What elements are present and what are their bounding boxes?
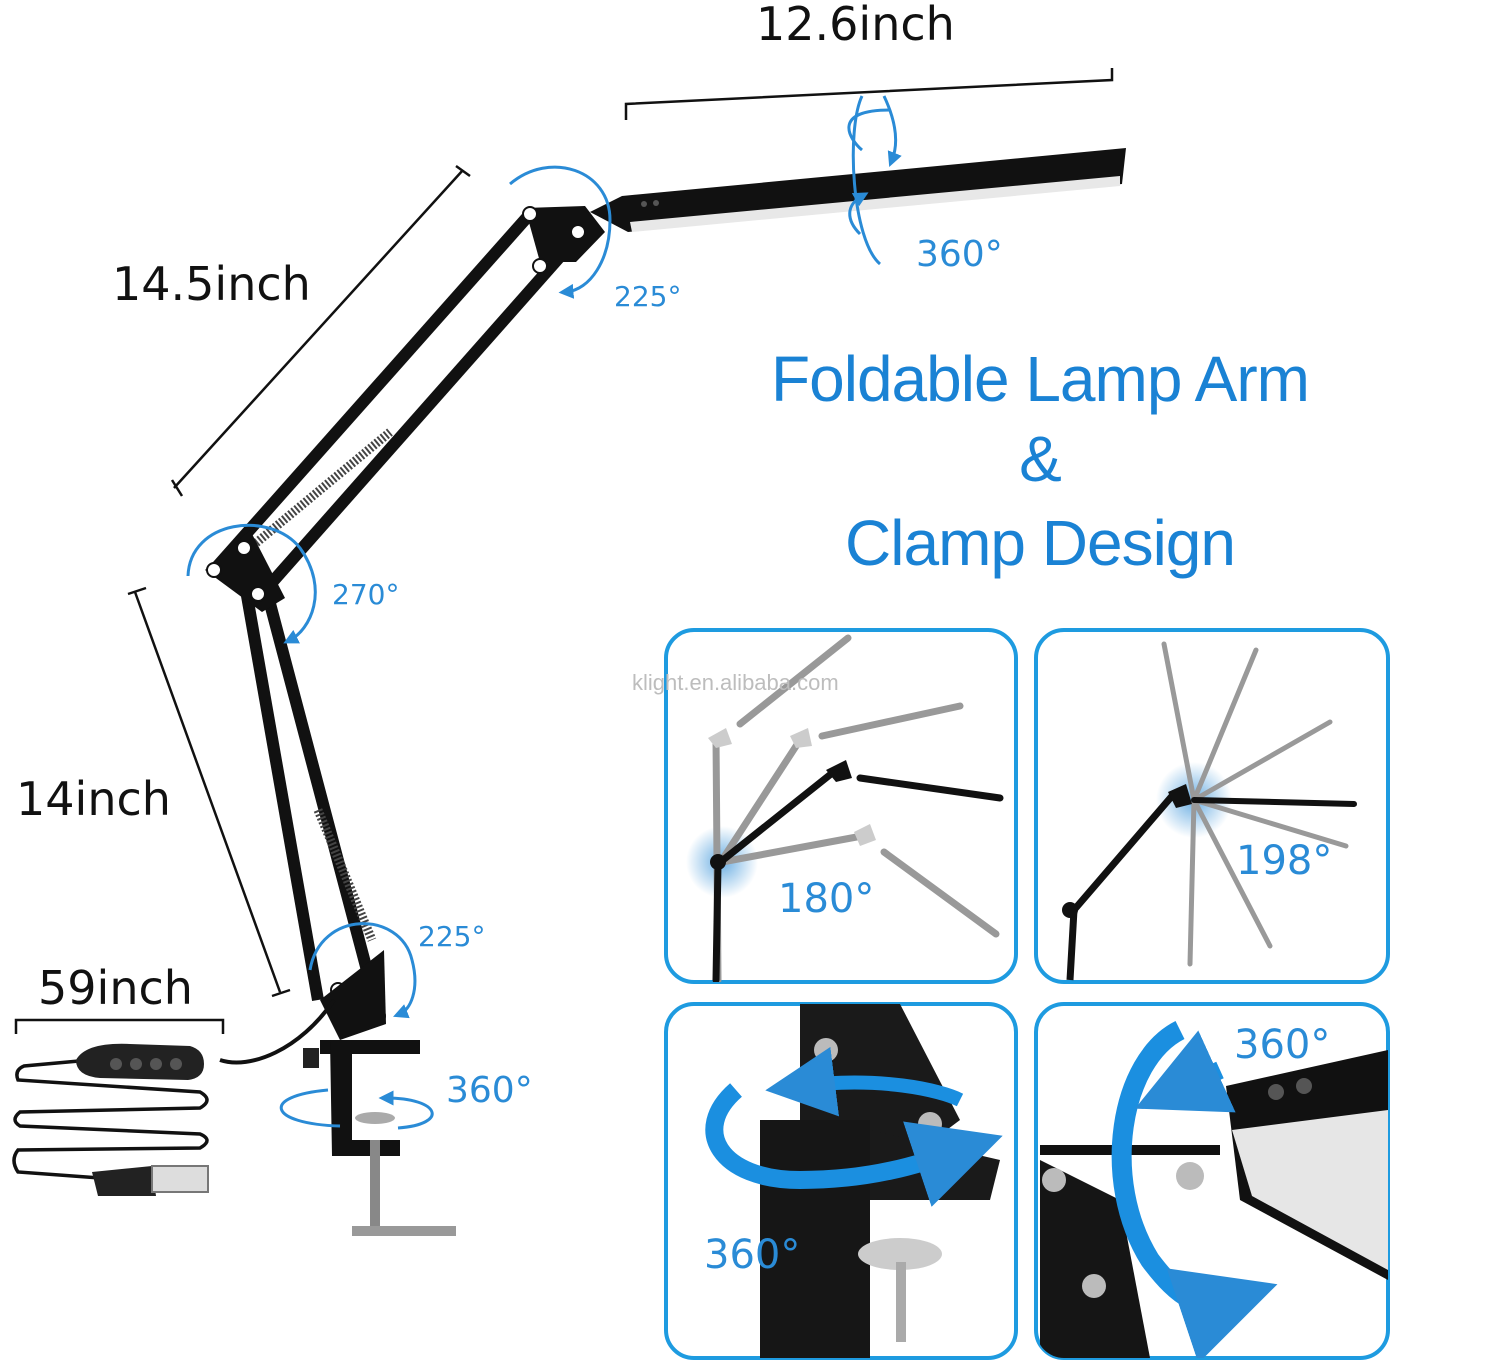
lamp-arm <box>205 148 1126 1065</box>
base-joint-angle: 225° <box>418 920 485 953</box>
rotation-arrows <box>186 95 896 1130</box>
elbow-joint-angle: 270° <box>332 578 399 611</box>
headline-line-1: Foldable Lamp Arm <box>771 343 1310 415</box>
panel-fold-angle <box>664 628 1018 984</box>
dimension-lines <box>14 68 1114 1034</box>
headline-ampersand: & <box>1019 423 1062 495</box>
usb-plug <box>92 1165 209 1196</box>
panel-head-rotation-art: 360° <box>1040 1021 1388 1358</box>
usb-switch-cable <box>12 1058 209 1180</box>
clamp-rotation-label: 360° <box>704 1232 800 1278</box>
watermark: klight.en.alibaba.com <box>632 670 839 695</box>
panel-fold-angle-art: 180° <box>686 634 1004 982</box>
dimmer-switch <box>76 1043 204 1080</box>
head-width-label: 12.6inch <box>756 0 955 51</box>
panel-clamp-rotation-art: 360° <box>704 1004 1003 1358</box>
headline-line-3: Clamp Design <box>845 507 1236 579</box>
lower-arm-length-label: 14inch <box>16 772 171 826</box>
head-rotate-angle: 360° <box>916 234 1003 275</box>
head-angle-label: 198° <box>1236 838 1332 884</box>
upper-arm-length-label: 14.5inch <box>112 257 311 311</box>
head-rotation-label: 360° <box>1234 1022 1330 1068</box>
clamp-rotate-angle: 360° <box>446 1070 533 1111</box>
fold-angle-label: 180° <box>778 876 874 922</box>
head-joint-angle: 225° <box>614 280 681 313</box>
panel-head-angle <box>1034 628 1390 984</box>
desk-clamp <box>303 1040 456 1236</box>
cable-length-label: 59inch <box>38 961 193 1015</box>
panel-head-angle-art: 198° <box>1062 641 1357 981</box>
